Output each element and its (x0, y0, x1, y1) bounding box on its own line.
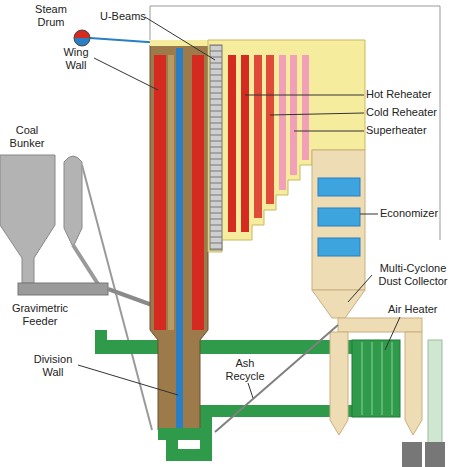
leader-line (245, 95, 364, 96)
reheater-tubes (266, 55, 274, 204)
silo (64, 156, 82, 245)
part-label: Economizer (380, 207, 438, 220)
leader-line (94, 58, 158, 90)
leader-lines (78, 17, 400, 398)
furnace-strip (168, 55, 174, 330)
leader-line (145, 17, 215, 60)
superheater-tubes (302, 55, 309, 160)
economizer-bank (318, 178, 360, 196)
part-label: Hot Reheater (366, 88, 431, 101)
part-label: Wing Wall (58, 46, 94, 72)
silo-pipe (82, 165, 152, 430)
air-heater (352, 340, 400, 417)
air-duct (200, 405, 352, 417)
leader-line (270, 113, 364, 115)
leader-line (294, 131, 364, 132)
air-heater-tube (362, 342, 363, 415)
air-heater-tube (392, 342, 393, 415)
roof (150, 40, 208, 46)
flue-duct (338, 318, 422, 332)
economizer-bank (318, 238, 360, 256)
part-label: U-Beams (100, 10, 146, 23)
stack (428, 340, 442, 445)
wing-wall (192, 55, 204, 330)
air-heater-tube (382, 342, 383, 415)
chute (73, 245, 98, 284)
leader-line (78, 365, 178, 395)
convection-pass (208, 40, 365, 252)
part-label: Ash Recycle (222, 357, 268, 383)
division-wall (176, 48, 183, 440)
gravimetric-feeder (18, 283, 108, 295)
reheater-tubes (228, 55, 236, 232)
flue-hopper (405, 332, 422, 435)
feed-chute (108, 289, 152, 305)
part-label: Cold Reheater (366, 106, 437, 119)
ash-recycle-line (215, 325, 338, 432)
part-label: Multi-Cyclone Dust Collector (372, 262, 454, 288)
wing-wall (154, 55, 166, 330)
superheater-tubes (279, 55, 286, 190)
air-plenum (158, 428, 202, 440)
stack-base (425, 442, 445, 467)
steam-drum-outline (74, 30, 90, 46)
leader-line (348, 275, 372, 302)
steam-drum-bottom (74, 38, 90, 46)
steam-drum-top (74, 30, 90, 38)
part-label: Air Heater (388, 303, 438, 316)
dust-collector (312, 290, 365, 318)
leader-line (385, 317, 400, 350)
economizer-bank (318, 208, 360, 226)
part-label: Superheater (366, 124, 427, 137)
part-label: Steam Drum (30, 3, 72, 29)
reheater-tubes (254, 55, 262, 218)
flue-hopper (330, 332, 348, 435)
economizer-column (312, 150, 365, 290)
air-heater-tube (372, 342, 373, 415)
u-beams (210, 45, 222, 250)
part-label: Division Wall (28, 353, 78, 379)
part-label: Gravimetric Feeder (5, 302, 75, 328)
leader-line (248, 383, 253, 398)
leader-line (360, 214, 378, 215)
coal-bunker (0, 155, 55, 283)
stack-base (402, 442, 422, 467)
part-label: Coal Bunker (5, 124, 49, 150)
reheater-tubes (241, 55, 249, 232)
